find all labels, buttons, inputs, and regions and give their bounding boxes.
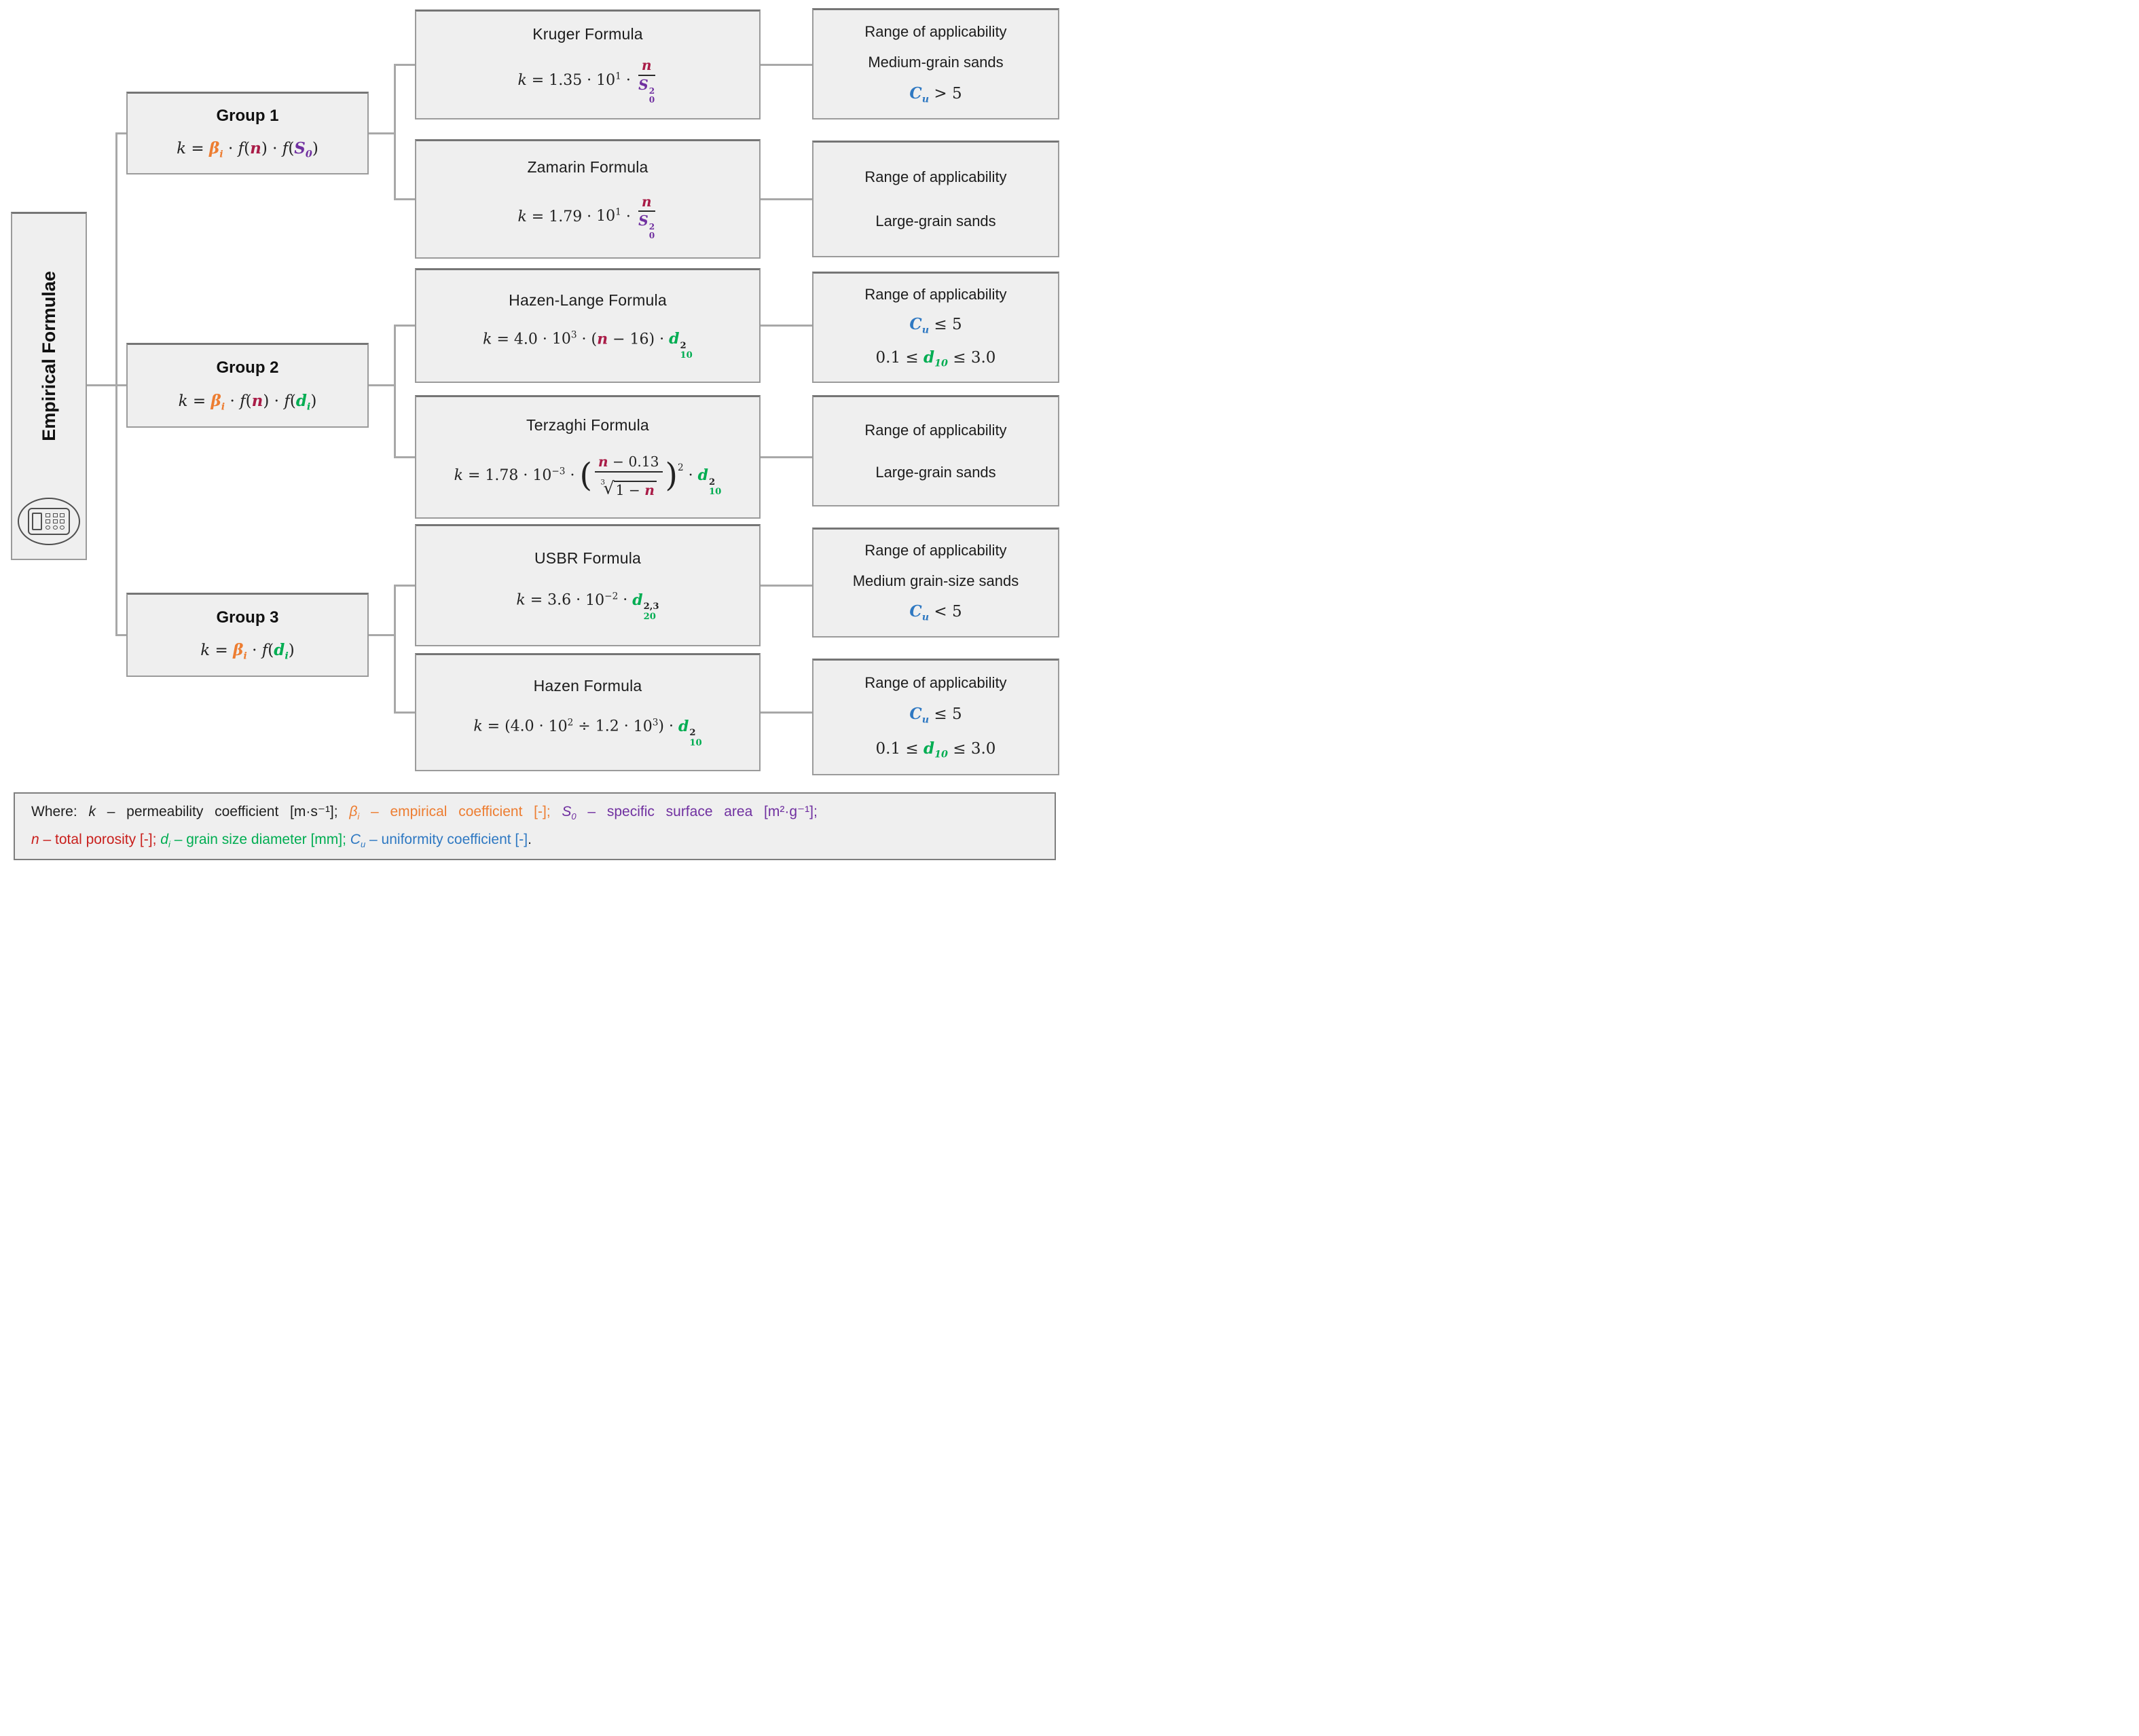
formula-box-zamarin-title: Zamarin Formula: [527, 158, 648, 176]
calculator-screen: [32, 513, 42, 530]
text-line: Cu < 5: [909, 602, 962, 623]
text-line: Cu > 5: [909, 84, 962, 105]
text-line: 0.1 ≤ d10 ≤ 3.0: [875, 739, 996, 760]
text-line: Range of applicability: [864, 168, 1007, 186]
calculator-keys: [45, 513, 66, 530]
range-box-hazen-lange: Range of applicability Cu ≤ 5 0.1 ≤ d10 ≤ …: [812, 272, 1059, 383]
connector-line: [394, 64, 396, 200]
connector-line: [369, 132, 395, 134]
group-1-formula: k = βi · f(n) · f(S0): [177, 138, 318, 160]
group-2-box: Group 2 k = βi · f(n) · f(di): [126, 343, 369, 428]
text-line: Medium-grain sands: [868, 54, 1004, 71]
connector-line: [115, 634, 126, 636]
text-line: Large-grain sands: [875, 213, 996, 230]
formula-box-kruger-title: Kruger Formula: [532, 25, 643, 43]
formula-box-terzaghi-title: Terzaghi Formula: [526, 416, 649, 435]
connector-line: [394, 325, 396, 458]
text-line: Range of applicability: [864, 421, 1007, 439]
formula-box-usbr-title: USBR Formula: [534, 549, 642, 568]
group-3-formula: k = βi · f(di): [200, 641, 295, 662]
text-line: Range of applicability: [864, 542, 1007, 559]
group-2-formula: k = βi · f(n) · f(di): [178, 391, 317, 413]
connector-line: [761, 64, 812, 66]
formula-box-terzaghi: Terzaghi Formula k = 1.78 · 10−3 · (n − …: [415, 395, 761, 519]
text-line: Range of applicability: [864, 22, 1007, 40]
connector-line: [394, 712, 415, 714]
connector-line: [369, 384, 395, 386]
group-2-title: Group 2: [216, 358, 279, 377]
formula-box-hazen-lange-title: Hazen-Lange Formula: [509, 291, 667, 309]
group-1-title: Group 1: [216, 107, 279, 126]
connector-line: [115, 132, 126, 134]
connector-line: [761, 198, 812, 200]
connector-line: [394, 585, 415, 587]
group-3-box: Group 3 k = βi · f(di): [126, 593, 369, 677]
text-line: Range of applicability: [864, 285, 1007, 303]
group-3-title: Group 3: [216, 608, 279, 627]
group-1-box: Group 1 k = βi · f(n) · f(S0): [126, 92, 369, 174]
root-title-wrap: Empirical Formulae: [0, 214, 134, 498]
text-line: Range of applicability: [864, 673, 1007, 691]
connector-line: [761, 585, 812, 587]
root-box-empirical-formulae: Empirical Formulae: [11, 212, 87, 560]
text-line: Cu ≤ 5: [909, 314, 962, 336]
text-line: Where: k – permeability coefficient [m·s…: [31, 804, 818, 822]
formula-box-hazen-lange: Hazen-Lange Formula k = 4.0 · 103 · (n −…: [415, 268, 761, 383]
text-line: 0.1 ≤ d10 ≤ 3.0: [875, 348, 996, 369]
empirical-formulae-diagram: Empirical Formulae Group 1 k = βi · f(n)…: [0, 0, 1070, 868]
connector-line: [761, 325, 812, 327]
connector-line: [115, 132, 117, 636]
formula-box-hazen: Hazen Formula k = (4.0 · 102 ÷ 1.2 · 103…: [415, 653, 761, 771]
connector-line: [394, 198, 415, 200]
connector-line: [761, 712, 812, 714]
root-title: Empirical Formulae: [38, 270, 59, 441]
range-box-hazen: Range of applicability Cu ≤ 5 0.1 ≤ d10 ≤ …: [812, 659, 1059, 775]
calculator-icon: [18, 498, 80, 545]
calculator-body: [28, 508, 70, 535]
text-line: Cu ≤ 5: [909, 704, 962, 726]
text-line: n – total porosity [-]; di – grain size …: [31, 832, 532, 850]
formula-box-hazen-title: Hazen Formula: [533, 677, 642, 695]
connector-line: [394, 456, 415, 458]
text-line: Medium grain-size sands: [852, 572, 1019, 590]
connector-line: [394, 325, 415, 327]
connector-line: [761, 456, 812, 458]
connector-line: [87, 384, 126, 386]
connector-line: [394, 585, 396, 714]
connector-line: [394, 64, 415, 66]
text-line: Large-grain sands: [875, 463, 996, 481]
connector-line: [369, 634, 395, 636]
legend-box: Where: k – permeability coefficient [m·s…: [14, 792, 1056, 860]
